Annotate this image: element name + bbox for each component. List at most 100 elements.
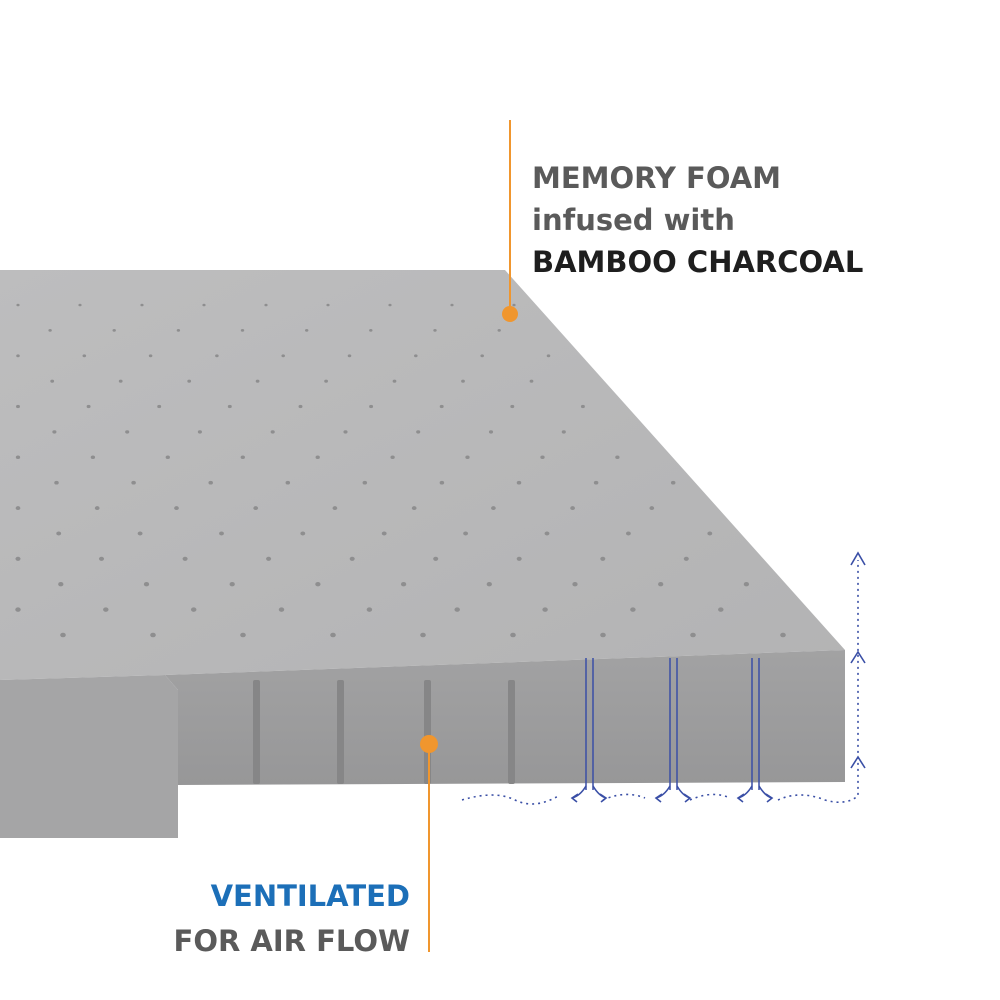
perforation-hole <box>227 404 232 409</box>
perforation-hole <box>54 480 59 485</box>
perforation-hole <box>516 556 522 561</box>
callout-foam-line3: BAMBOO CHARCOAL <box>532 245 864 279</box>
foam-left-block-side <box>0 675 178 838</box>
airflow-arrow-icon <box>570 785 774 803</box>
perforation-hole <box>544 531 550 536</box>
perforation-hole <box>332 506 338 511</box>
perforation-hole <box>143 582 150 587</box>
perforation-hole <box>510 632 516 638</box>
perforation-hole <box>630 607 636 612</box>
perforation-hole <box>324 379 328 383</box>
perforation-hole <box>529 379 534 383</box>
perforation-hole <box>82 354 87 358</box>
perforation-hole <box>546 354 551 358</box>
perforation-hole <box>281 354 285 358</box>
perforation-hole <box>94 506 100 511</box>
perforation-hole <box>542 607 548 612</box>
callout-foam-line2: infused with <box>532 203 735 237</box>
perforation-hole <box>315 582 321 587</box>
foam-top-surface <box>0 270 845 680</box>
perforation-hole <box>381 531 387 536</box>
perforation-hole <box>512 303 516 307</box>
perforation-hole <box>315 455 320 460</box>
perforation-hole <box>510 404 515 409</box>
perforation-hole <box>600 632 606 638</box>
perforation-hole <box>414 354 418 358</box>
perforation-hole <box>718 607 724 612</box>
perforation-hole <box>683 556 689 561</box>
perforation-hole <box>60 632 66 638</box>
callout-foam-line1: MEMORY FOAM <box>532 161 782 195</box>
ventilation-groove <box>253 680 260 784</box>
perforation-hole <box>491 506 496 511</box>
perforation-hole <box>516 480 522 485</box>
perforation-hole <box>103 607 109 612</box>
perforation-hole <box>98 556 105 561</box>
perforation-hole <box>208 480 213 485</box>
perforation-hole <box>343 430 348 434</box>
perforation-hole <box>707 531 713 536</box>
perforation-hole <box>240 632 246 638</box>
perforation-hole <box>580 404 585 409</box>
perforation-hole <box>593 480 599 485</box>
perforation-hole <box>298 404 303 409</box>
perforation-hole <box>369 404 374 409</box>
perforation-hole <box>86 404 91 409</box>
perforation-hole <box>388 303 392 307</box>
perforation-hole <box>240 329 245 332</box>
perforation-hole <box>202 303 206 307</box>
perforation-hole <box>215 354 219 358</box>
ventilation-grooves <box>253 680 515 784</box>
perforation-hole <box>411 506 417 511</box>
ventilation-groove <box>337 680 344 784</box>
perforation-hole <box>137 531 143 536</box>
dot-marker-icon <box>502 306 518 322</box>
perforation-hole <box>264 303 268 307</box>
perforation-hole <box>190 607 197 612</box>
airflow-dotted-paths <box>461 560 859 805</box>
perforation-hole <box>140 303 144 307</box>
ventilation-groove <box>508 680 515 784</box>
perforation-hole <box>347 354 352 358</box>
perforation-hole <box>450 303 454 307</box>
perforation-hole <box>78 303 82 307</box>
perforation-hole <box>433 556 439 561</box>
perforation-hole <box>15 607 21 612</box>
callout-airflow-line2: FOR AIR FLOW <box>173 924 410 958</box>
perforation-hole <box>229 582 235 587</box>
perforation-hole <box>561 430 566 434</box>
perforation-hole <box>174 506 179 511</box>
perforation-hole <box>285 480 291 485</box>
perforation-hole <box>366 607 373 612</box>
perforation-hole <box>625 531 631 536</box>
perforation-hole <box>420 632 426 638</box>
perforation-hole <box>454 607 460 612</box>
perforation-hole <box>90 455 96 460</box>
perforation-hole <box>615 455 620 460</box>
perforation-hole <box>16 303 20 307</box>
perforation-hole <box>572 582 578 587</box>
perforation-hole <box>305 329 309 332</box>
perforation-hole <box>439 480 445 485</box>
perforation-hole <box>369 329 373 332</box>
perforation-hole <box>125 430 130 434</box>
callout-airflow-line1: VENTILATED <box>210 879 410 913</box>
perforation-hole <box>56 531 62 536</box>
perforation-hole <box>58 582 64 587</box>
perforation-hole <box>16 354 20 358</box>
airflow-up-arrow-icon <box>850 551 866 769</box>
perforation-hole <box>690 632 696 638</box>
perforation-hole <box>390 455 395 460</box>
perforation-hole <box>416 430 421 434</box>
perforation-hole <box>150 632 156 638</box>
perforation-hole <box>600 556 606 561</box>
perforation-hole <box>15 455 21 460</box>
perforation-hole <box>176 329 181 332</box>
perforation-hole <box>326 303 330 307</box>
perforation-hole <box>362 480 368 485</box>
perforation-hole <box>270 430 275 434</box>
perforation-hole <box>16 404 20 409</box>
foam-front-face <box>165 650 845 785</box>
perforation-hole <box>52 430 57 434</box>
perforation-hole <box>433 329 437 332</box>
